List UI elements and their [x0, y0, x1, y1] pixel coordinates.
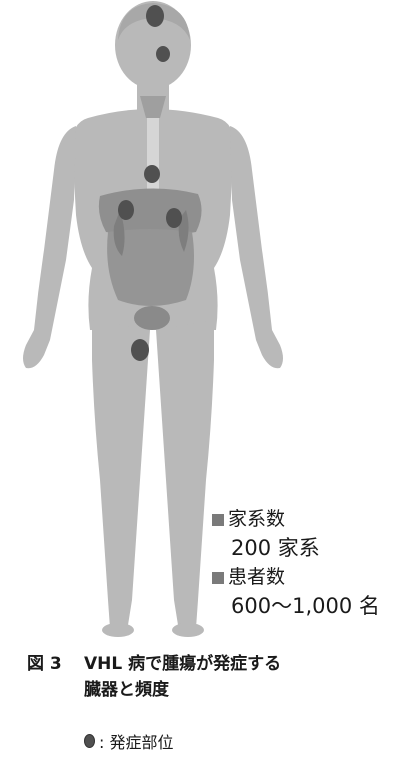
family-count-label-row: 家系数	[212, 505, 407, 534]
square-marker-icon	[212, 514, 224, 526]
square-marker-icon	[212, 572, 224, 584]
caption-title-line1: VHL 病で腫瘍が発症する	[84, 651, 281, 677]
lesion-dot-kidney-right	[166, 208, 182, 228]
figure-caption: 図 3 VHL 病で腫瘍が発症する 臓器と頻度	[27, 651, 397, 703]
lesion-dot-kidney-left	[118, 200, 134, 220]
legend-label: : 発症部位	[99, 729, 173, 753]
family-count-value: 200 家系	[212, 534, 407, 563]
bladder	[134, 306, 170, 330]
caption-title-line2: 臓器と頻度	[27, 677, 397, 703]
patient-count-value: 600～1,000 名	[212, 592, 407, 621]
caption-row: 図 3 VHL 病で腫瘍が発症する	[27, 651, 397, 677]
lesion-dot-spine	[144, 165, 160, 183]
left-foot	[102, 623, 134, 637]
legend: : 発症部位	[84, 729, 173, 753]
patient-count-label: 患者数	[228, 563, 285, 592]
figure-number: 図 3	[27, 651, 84, 677]
right-arm	[230, 126, 283, 368]
patient-count-label-row: 患者数	[212, 563, 407, 592]
family-count-label: 家系数	[228, 505, 285, 534]
lesion-dot-eye	[156, 46, 170, 62]
lesion-dot-brain	[146, 5, 164, 27]
right-leg	[156, 320, 214, 628]
left-leg	[92, 320, 150, 628]
right-foot	[172, 623, 204, 637]
left-arm	[23, 126, 76, 368]
lesion-dot-pelvis	[131, 339, 149, 361]
lesion-dot-icon	[84, 734, 95, 748]
patient-stats: 家系数 200 家系 患者数 600～1,000 名	[212, 505, 407, 621]
